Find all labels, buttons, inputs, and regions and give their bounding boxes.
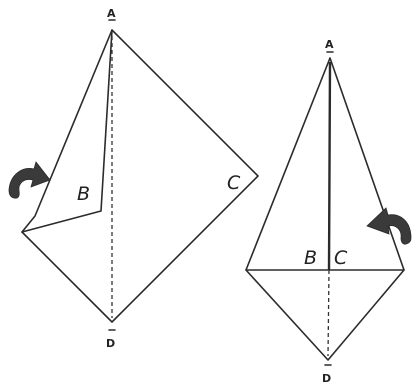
left-figure: A B C D <box>8 7 259 350</box>
right-label-d: D <box>322 372 331 385</box>
left-label-b: B <box>77 183 90 205</box>
right-label-a: A <box>325 38 334 51</box>
right-fold-line <box>327 269 330 357</box>
left-curved-arrow-icon <box>8 161 51 199</box>
right-center-crease <box>327 61 332 271</box>
left-outline <box>21 29 259 323</box>
right-figure: A B C D <box>245 38 412 385</box>
right-curved-arrow-icon <box>366 207 412 245</box>
left-flap-edge <box>21 29 113 233</box>
left-label-d: D <box>106 337 115 350</box>
right-outline <box>245 57 405 361</box>
left-label-c: C <box>227 172 241 194</box>
right-label-b: B <box>304 247 317 269</box>
left-label-a: A <box>107 7 116 20</box>
right-label-c: C <box>334 247 348 269</box>
